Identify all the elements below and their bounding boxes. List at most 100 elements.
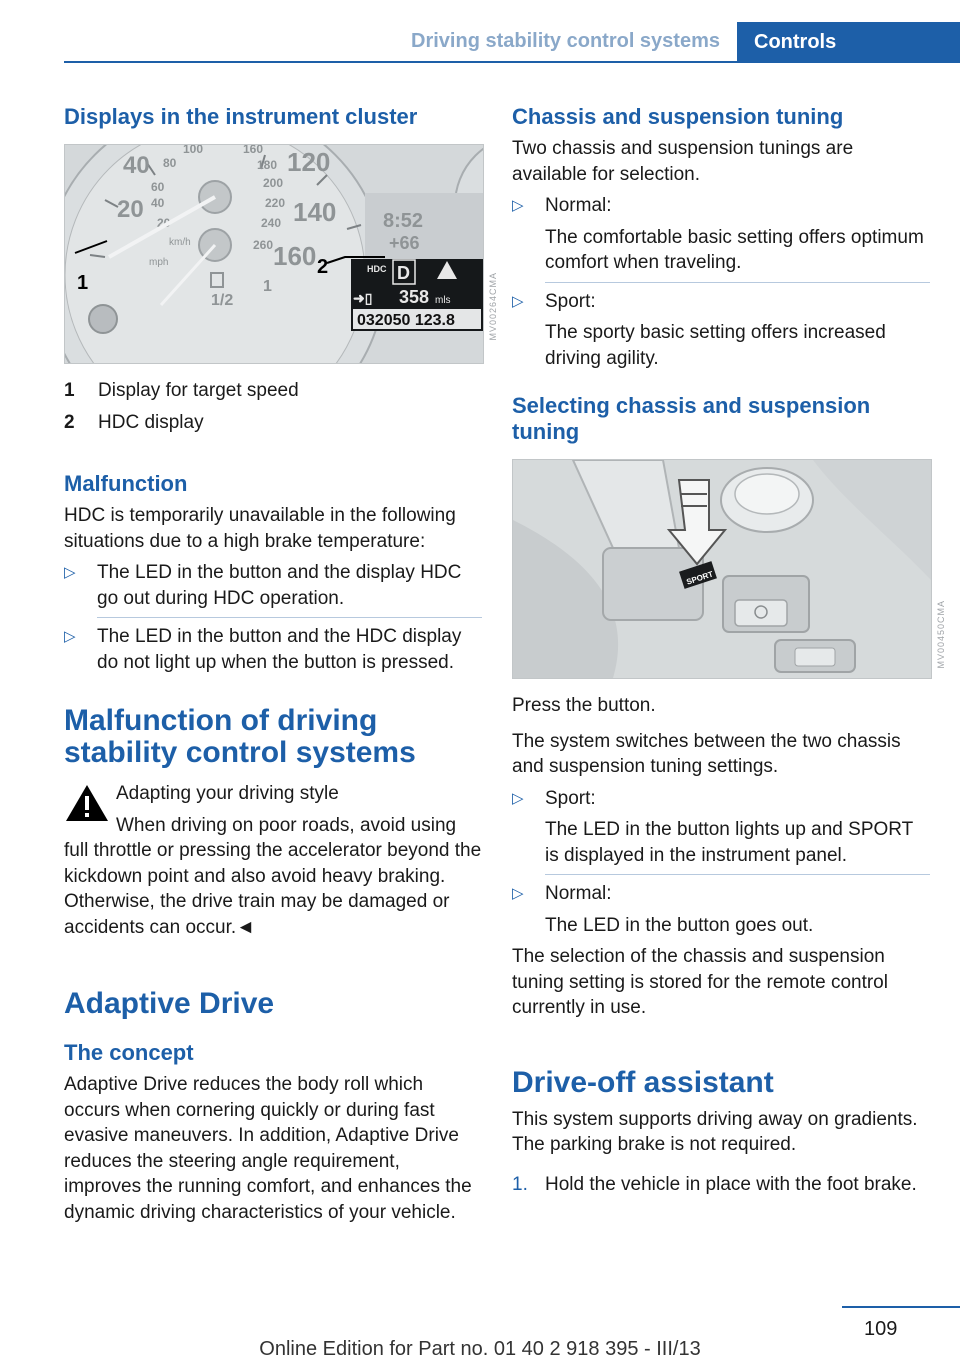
warning-first-line: When driving on poor roads, avoid using bbox=[116, 814, 457, 836]
list-item-text: The sporty basic setting offers increase… bbox=[545, 322, 886, 369]
page-number: 109 bbox=[864, 1318, 898, 1340]
console-illustration: SPORT bbox=[513, 460, 931, 678]
switch-list: ▷ Sport: The LED in the button lights up… bbox=[512, 786, 930, 939]
list-item-label: Sport: bbox=[545, 290, 596, 312]
gauge-number: 260 bbox=[253, 238, 273, 252]
press-arrow-icon bbox=[666, 479, 728, 566]
gauge-number: 200 bbox=[263, 176, 283, 190]
step-number: 1. bbox=[512, 1173, 528, 1195]
gauge-number: 80 bbox=[163, 156, 177, 170]
heading-concept: The concept bbox=[64, 1040, 194, 1065]
step-item: 1. Hold the vehicle in place with the fo… bbox=[512, 1172, 930, 1198]
list-separator bbox=[97, 617, 482, 618]
triangle-bullet-icon: ▷ bbox=[64, 564, 76, 581]
heading-chassis: Chassis and suspension tuning bbox=[512, 104, 844, 129]
odometer-readout: 032050 123.8 bbox=[357, 312, 455, 329]
heading-drive-off: Drive-off assistant bbox=[512, 1065, 774, 1099]
caption-item: 2 HDC display bbox=[64, 410, 482, 436]
list-item: ▷ The LED in the button and the HDC disp… bbox=[64, 624, 482, 675]
list-item: ▷ Normal: bbox=[512, 881, 930, 907]
list-item-text: The comfortable basic setting offers opt… bbox=[545, 226, 924, 274]
switch-text: The system switches between the two chas… bbox=[512, 730, 901, 778]
gauge-number: 40 bbox=[123, 152, 150, 179]
gauge-number: 60 bbox=[151, 180, 165, 194]
callout-2: 2 bbox=[317, 256, 328, 278]
list-item: ▷ Sport: bbox=[512, 289, 930, 315]
gauge-number: 160 bbox=[273, 241, 316, 271]
speed-unit-kmh: km/h bbox=[169, 237, 191, 248]
list-item-text: The LED in the button goes out. bbox=[545, 914, 814, 936]
list-item-label: Normal: bbox=[545, 883, 612, 904]
figure-captions: 1 Display for target speed 2 HDC display bbox=[64, 378, 482, 435]
triangle-bullet-icon: ▷ bbox=[512, 292, 524, 310]
list-item-text: The LED in the button and the display HD… bbox=[97, 562, 462, 609]
warning-block: Adapting your driving style When driving… bbox=[64, 781, 482, 940]
tuning-list: ▷ Normal: The comfortable basic setting … bbox=[512, 193, 930, 371]
heading-malfunction: Malfunction bbox=[64, 471, 188, 496]
hdc-label: HDC bbox=[367, 264, 387, 274]
gear-indicator: D bbox=[397, 263, 410, 283]
triangle-bullet-icon: ▷ bbox=[512, 197, 524, 214]
footer-rule bbox=[842, 1306, 960, 1308]
fuel-half-label: 1/2 bbox=[211, 292, 233, 309]
malfunction-list: ▷ The LED in the button and the display … bbox=[64, 560, 482, 675]
concept-text: Adaptive Drive reduces the body roll whi… bbox=[64, 1074, 472, 1223]
list-separator bbox=[545, 874, 930, 875]
list-item-text: The LED in the button lights up and SPOR… bbox=[545, 819, 913, 866]
left-column: Displays in the instrument cluster 40 60… bbox=[64, 100, 498, 1225]
caption-text: HDC display bbox=[98, 411, 204, 433]
list-item: ▷ The LED in the button and the display … bbox=[64, 560, 482, 611]
list-item: ▷ Sport: bbox=[512, 786, 930, 812]
press-text: Press the button. bbox=[512, 695, 656, 716]
caption-item: 1 Display for target speed bbox=[64, 378, 482, 404]
heading-adaptive-drive: Adaptive Drive bbox=[64, 987, 275, 1020]
gauge-number: 40 bbox=[151, 196, 165, 210]
warning-text: full throttle or pressing the accelerato… bbox=[64, 840, 482, 938]
header-rule bbox=[64, 61, 960, 63]
gauge-number: 180 bbox=[257, 158, 277, 172]
running-header-section: Driving stability control systems bbox=[411, 30, 720, 52]
figure-code-2: MV00450CMA bbox=[936, 600, 946, 669]
gauge-number: 100 bbox=[183, 145, 203, 156]
gauge-number: 160 bbox=[243, 145, 263, 156]
heading-selecting: Selecting chassis and suspension tuning bbox=[512, 393, 871, 444]
figure-code-1: MV00264CMA bbox=[488, 272, 498, 341]
triangle-bullet-icon: ▷ bbox=[64, 628, 76, 645]
triangle-bullet-icon: ▷ bbox=[512, 885, 524, 902]
instrument-cluster-illustration: 40 60 80 100 20 40 20 160 180 200 220 24… bbox=[65, 145, 483, 363]
gauge-number: 120 bbox=[287, 147, 330, 177]
callout-1: 1 bbox=[77, 272, 88, 294]
list-separator bbox=[545, 281, 930, 283]
caption-text: Display for target speed bbox=[98, 380, 299, 401]
right-column: Chassis and suspension tuning Two chassi… bbox=[512, 100, 946, 1198]
reset-knob bbox=[88, 304, 118, 334]
parking-brake-switch bbox=[734, 599, 788, 627]
triangle-bullet-icon: ▷ bbox=[512, 789, 524, 807]
warning-title: Adapting your driving style bbox=[116, 783, 339, 804]
caption-number: 2 bbox=[64, 411, 75, 433]
clock-readout: 8:52 bbox=[383, 210, 423, 232]
range-unit: mls bbox=[435, 295, 451, 306]
console-button-figure: SPORT bbox=[512, 459, 932, 679]
heading-displays: Displays in the instrument cluster bbox=[64, 104, 418, 129]
stored-text: The selection of the chassis and suspens… bbox=[512, 946, 888, 1018]
arrow-fuel-icon: ➜▯ bbox=[353, 290, 372, 306]
instrument-cluster-figure: 40 60 80 100 20 40 20 160 180 200 220 24… bbox=[64, 144, 484, 364]
malfunction-text: HDC is temporarily unavailable in the fo… bbox=[64, 505, 456, 552]
fuel-pump-icon bbox=[210, 272, 224, 288]
list-item-label: Normal: bbox=[545, 195, 612, 216]
list-item-text: The LED in the button and the HDC displa… bbox=[97, 626, 462, 673]
chassis-text: Two chassis and suspension tunings are a… bbox=[512, 138, 854, 185]
list-item-label: Sport: bbox=[545, 787, 596, 809]
step-text: Hold the vehicle in place with the foot … bbox=[545, 1173, 917, 1195]
heading-stability-malfunction: Malfunction of driving stability control… bbox=[64, 704, 416, 769]
gauge-number: 140 bbox=[293, 197, 336, 227]
warning-triangle-icon bbox=[66, 785, 108, 821]
caption-number: 1 bbox=[64, 380, 75, 401]
speed-unit-mph: mph bbox=[149, 257, 168, 268]
running-header-chapter: Controls bbox=[737, 22, 960, 61]
list-item: ▷ Normal: bbox=[512, 193, 930, 219]
warning-triangle-icon bbox=[437, 261, 457, 279]
temperature-readout: +66 bbox=[389, 233, 420, 253]
range-readout: 358 bbox=[399, 287, 429, 307]
